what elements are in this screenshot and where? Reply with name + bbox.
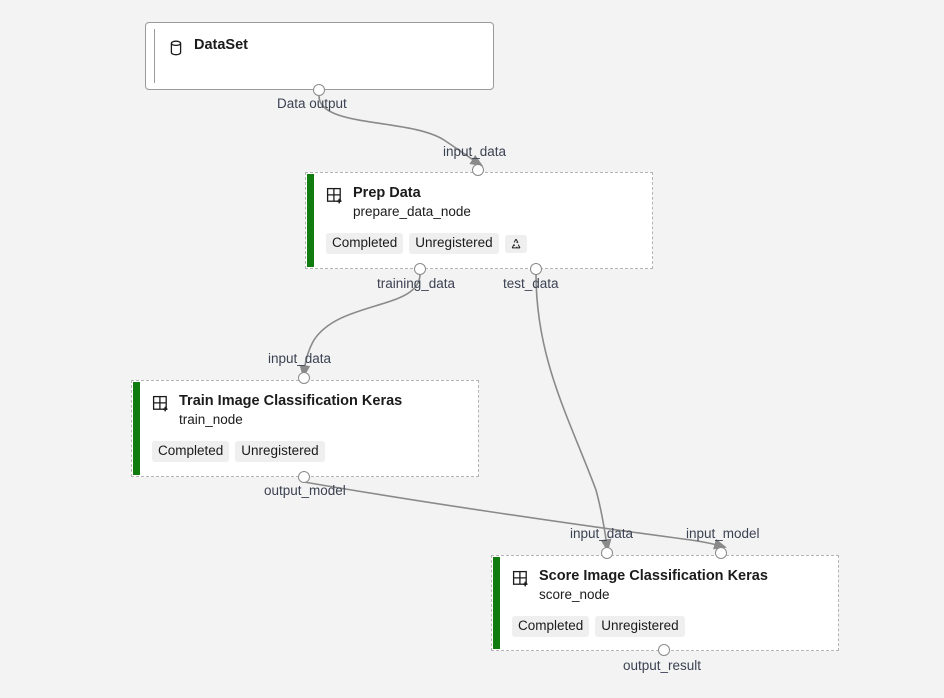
module-grid-icon	[152, 395, 168, 412]
port-label-train-input-data: input_data	[268, 351, 332, 366]
port-train-input-data[interactable]	[298, 372, 310, 384]
port-train-output-model[interactable]	[298, 471, 310, 483]
node-score[interactable]: Score Image Classification Keras score_n…	[491, 555, 839, 651]
port-label-score-input-data: input_data	[570, 526, 634, 541]
port-label-data-output: Data output	[277, 96, 347, 111]
node-title: DataSet	[194, 37, 248, 53]
node-title: Train Image Classification Keras	[179, 393, 403, 409]
status-badge[interactable]: Completed	[512, 616, 590, 637]
port-prep-input-data[interactable]	[472, 164, 484, 176]
registration-badge[interactable]: Unregistered	[409, 233, 499, 254]
status-badge[interactable]: Completed	[152, 441, 230, 462]
port-dataset-data-output[interactable]	[313, 84, 325, 96]
node-status-bar	[133, 382, 140, 475]
port-label-score-input-model: input_model	[686, 526, 760, 541]
registration-badge[interactable]: Unregistered	[235, 441, 325, 462]
module-grid-icon	[326, 187, 342, 204]
port-prep-test-data[interactable]	[530, 263, 542, 275]
node-subtitle: prepare_data_node	[353, 204, 471, 219]
node-status-bar	[493, 557, 500, 649]
port-label-output-model: output_model	[264, 483, 346, 498]
node-train[interactable]: Train Image Classification Keras train_n…	[131, 380, 479, 477]
module-grid-icon	[512, 570, 528, 587]
node-title: Prep Data	[353, 185, 421, 201]
registration-badge[interactable]: Unregistered	[595, 616, 685, 637]
node-badges: Completed Unregistered	[326, 233, 642, 254]
database-icon	[170, 40, 182, 56]
recycle-icon	[511, 238, 521, 248]
port-label-training-data: training_data	[377, 276, 456, 291]
status-badge[interactable]: Completed	[326, 233, 404, 254]
port-label-input-data: input_data	[443, 144, 507, 159]
reuse-badge[interactable]	[504, 234, 527, 253]
port-label-output-result: output_result	[623, 658, 702, 673]
node-badges: Completed Unregistered	[512, 616, 828, 637]
node-badges: Completed Unregistered	[152, 441, 468, 462]
port-score-output-result[interactable]	[658, 644, 670, 656]
node-dataset[interactable]: DataSet	[145, 22, 494, 90]
node-status-bar	[307, 174, 314, 267]
node-subtitle: score_node	[539, 587, 610, 602]
port-label-test-data: test_data	[503, 276, 559, 291]
node-subtitle: train_node	[179, 412, 243, 427]
edge-prep-to-score-data	[535, 273, 612, 553]
node-status-bar	[154, 29, 155, 83]
port-score-input-model[interactable]	[715, 547, 727, 559]
node-title: Score Image Classification Keras	[539, 568, 768, 584]
port-score-input-data[interactable]	[601, 547, 613, 559]
node-prep-data[interactable]: Prep Data prepare_data_node Completed Un…	[305, 172, 653, 269]
edge-train-to-score-model	[303, 481, 727, 550]
port-prep-training-data[interactable]	[414, 263, 426, 275]
